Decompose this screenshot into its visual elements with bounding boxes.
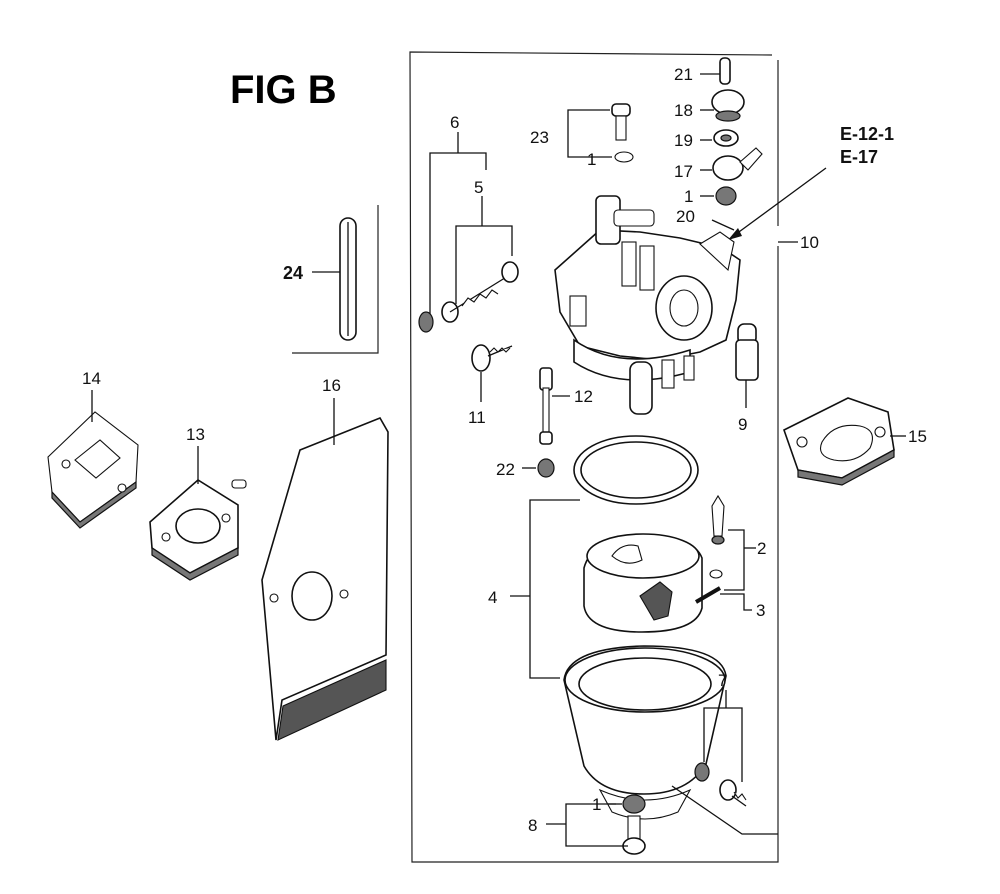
part-4-bracket: 4: [488, 499, 580, 679]
main-frame: [409, 51, 779, 863]
part-11-screw: 11: [468, 344, 513, 427]
callout-18: 18: [674, 101, 693, 120]
callout-4: 4: [488, 588, 497, 607]
callout-23: 23: [530, 128, 549, 147]
callout-6: 6: [450, 113, 459, 132]
callout-7: 7: [718, 671, 727, 690]
part-8-bolt: 1 8: [528, 794, 646, 855]
figure-title: FIG B: [230, 68, 337, 112]
callout-1a: 1: [587, 150, 596, 169]
part-stack-top: 21 18 19 17 1 20: [674, 57, 763, 231]
callout-19: 19: [674, 131, 693, 150]
callout-17: 17: [674, 162, 693, 181]
callout-16: 16: [322, 376, 341, 395]
part-9-valve: 9: [735, 323, 759, 434]
part-24-pin: 24: [283, 205, 379, 354]
part-16-plate: 16: [261, 376, 389, 741]
callout-13: 13: [186, 425, 205, 444]
callout-1b: 1: [684, 187, 693, 206]
part-13-insulator: 13: [149, 425, 247, 581]
reference-labels: E-12-1 E-17: [727, 124, 894, 241]
callout-22: 22: [496, 460, 515, 479]
callout-9: 9: [738, 415, 747, 434]
bowl-o-ring: [573, 435, 699, 505]
part-7-drain-screw: 7: [671, 671, 778, 835]
part-2-needle: 2: [709, 494, 766, 591]
part-10-carburetor-body: 10: [554, 195, 819, 415]
ref-e-17: E-17: [840, 147, 878, 167]
callout-5: 5: [474, 178, 483, 197]
callout-20: 20: [676, 207, 695, 226]
part-3-pin: 3: [694, 586, 765, 620]
part-23-screw: 23 1: [530, 103, 634, 169]
callout-3: 3: [756, 601, 765, 620]
callout-14: 14: [82, 369, 101, 388]
callout-24: 24: [283, 263, 303, 283]
callout-10: 10: [800, 233, 819, 252]
ref-e-12-1: E-12-1: [840, 124, 894, 144]
part-6-5-screws: 6 5: [418, 113, 519, 333]
callout-8: 8: [528, 816, 537, 835]
part-12-22-jet: 12 22: [496, 367, 593, 479]
float: [583, 533, 703, 633]
callout-12: 12: [574, 387, 593, 406]
callout-11: 11: [468, 408, 486, 427]
part-15-gasket: 15: [783, 397, 927, 486]
float-chamber-bowl: [563, 645, 727, 820]
callout-15: 15: [908, 427, 927, 446]
callout-2: 2: [757, 539, 766, 558]
callout-21: 21: [674, 65, 693, 84]
part-14-gasket: 14: [47, 369, 139, 529]
